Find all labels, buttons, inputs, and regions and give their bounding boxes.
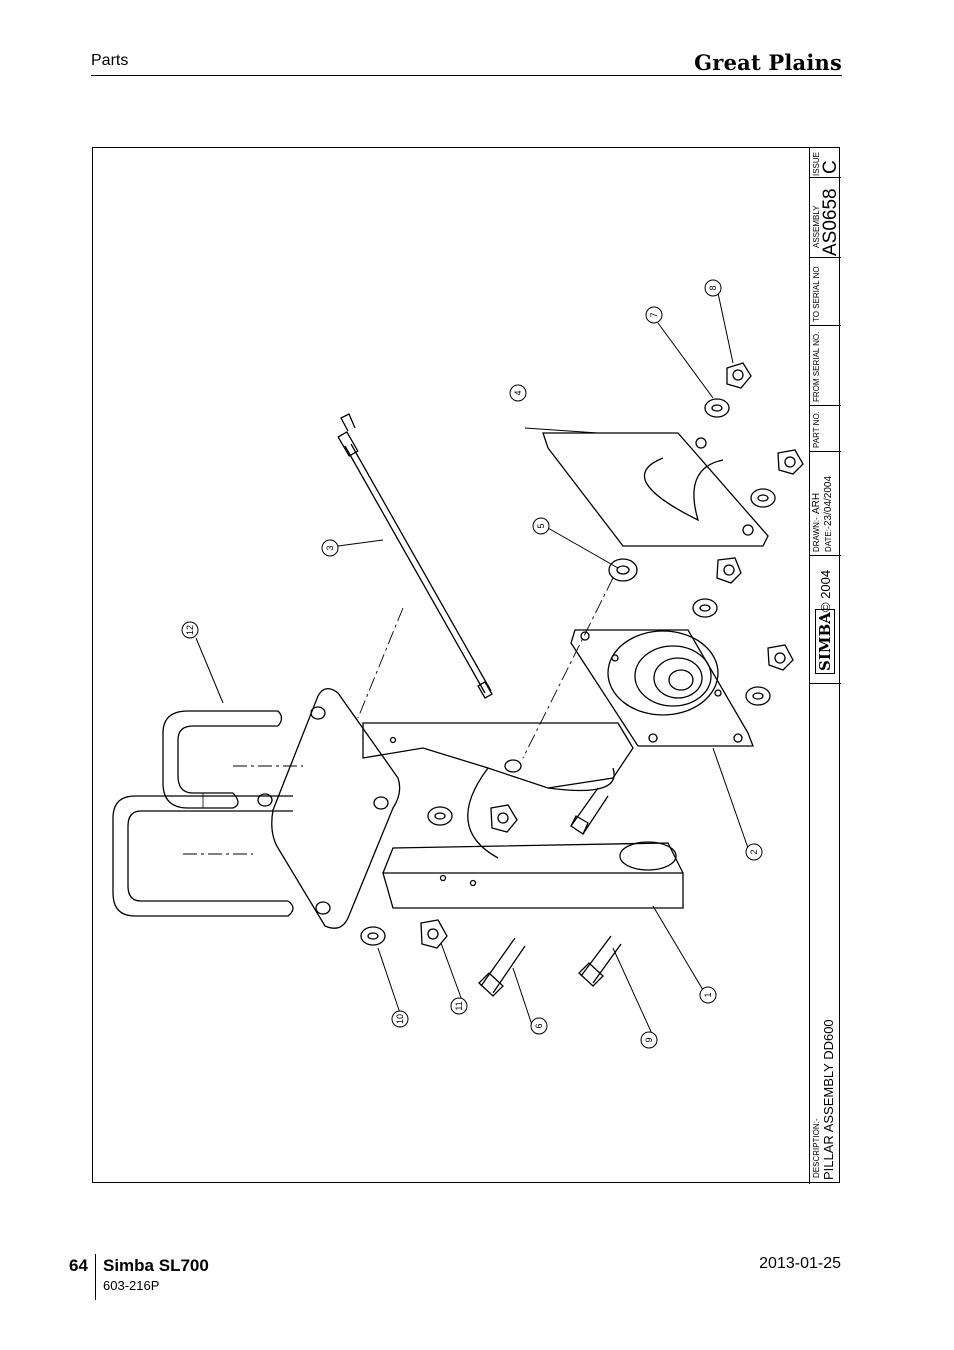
header-section-label: Parts	[91, 52, 129, 69]
pillar-plate-part	[257, 688, 401, 929]
model-name: Simba SL700	[103, 1256, 209, 1275]
bearing-plate-part	[570, 629, 754, 747]
alignment-lines	[183, 577, 614, 855]
footer-divider	[95, 1254, 96, 1300]
date-value: 23/04/2004	[823, 475, 834, 526]
mounting-plate-part	[542, 432, 769, 547]
publication-date: 2013-01-25	[759, 1255, 841, 1272]
callout-2	[745, 843, 763, 861]
callout-8	[704, 279, 722, 297]
parts-drawing: 1 2 3 4 5 6 7 8 9 10 11 12 ISSUE C ASSEM…	[92, 147, 841, 1184]
callout-7	[645, 306, 663, 324]
brand-logo: Great Plains	[694, 50, 842, 75]
callout-6	[530, 1017, 548, 1035]
callout-balloons	[181, 279, 763, 1049]
header-rule	[91, 75, 842, 76]
callout-numbers: 1 2 3 4 5 6 7 8 9 10 11 12	[185, 285, 759, 1042]
issue-value: C	[820, 160, 841, 174]
callout-1	[699, 986, 717, 1004]
assembly-value: AS0658	[820, 188, 841, 256]
callout-number-12: 12	[185, 625, 195, 635]
frame-arm-part	[362, 722, 684, 909]
callout-number-4: 4	[513, 390, 523, 395]
leader-lines	[195, 292, 749, 1037]
callout-9	[640, 1031, 658, 1049]
date-label: DATE:-	[824, 526, 833, 552]
drawn-label: DRAWN:-	[812, 517, 821, 552]
callout-number-9: 9	[644, 1037, 654, 1042]
callout-number-7: 7	[649, 312, 659, 317]
callout-number-3: 3	[325, 545, 335, 550]
hardware-parts	[360, 362, 804, 997]
grease-line-part	[337, 413, 493, 699]
description-value: PILLAR ASSEMBLY DD600	[821, 1019, 836, 1180]
callout-number-10: 10	[395, 1014, 405, 1024]
title-block-border	[809, 148, 810, 1184]
u-bolt-part	[112, 710, 294, 917]
callout-12	[181, 621, 199, 639]
to-serial-label: TO SERIAL NO	[812, 266, 821, 322]
callout-4	[509, 384, 527, 402]
description-label: DESCRIPTION:-	[812, 1118, 821, 1178]
callout-number-5: 5	[536, 523, 546, 528]
callout-11	[450, 997, 468, 1015]
callout-5	[532, 517, 550, 535]
part-no-label: PART NO.	[812, 411, 821, 448]
manual-part-number: 603-216P	[103, 1278, 160, 1293]
callout-3	[321, 539, 339, 557]
simba-logo: SIMBA	[815, 609, 835, 674]
exploded-view-diagram: 1 2 3 4 5 6 7 8 9 10 11 12	[112, 279, 804, 1049]
callout-number-8: 8	[708, 285, 718, 290]
callout-number-2: 2	[749, 849, 759, 854]
drawn-value: ARH	[811, 492, 822, 514]
page-number: 64	[69, 1256, 88, 1275]
callout-number-6: 6	[534, 1023, 544, 1028]
from-serial-label: FROM SERIAL NO.	[812, 331, 821, 402]
copyright-text: © 2004	[818, 569, 833, 612]
callout-number-11: 11	[454, 1001, 464, 1010]
callout-10	[391, 1010, 409, 1028]
title-block: ISSUE C ASSEMBLY AS0658 TO SERIAL NO FRO…	[810, 148, 841, 1184]
callout-number-1: 1	[703, 992, 713, 997]
